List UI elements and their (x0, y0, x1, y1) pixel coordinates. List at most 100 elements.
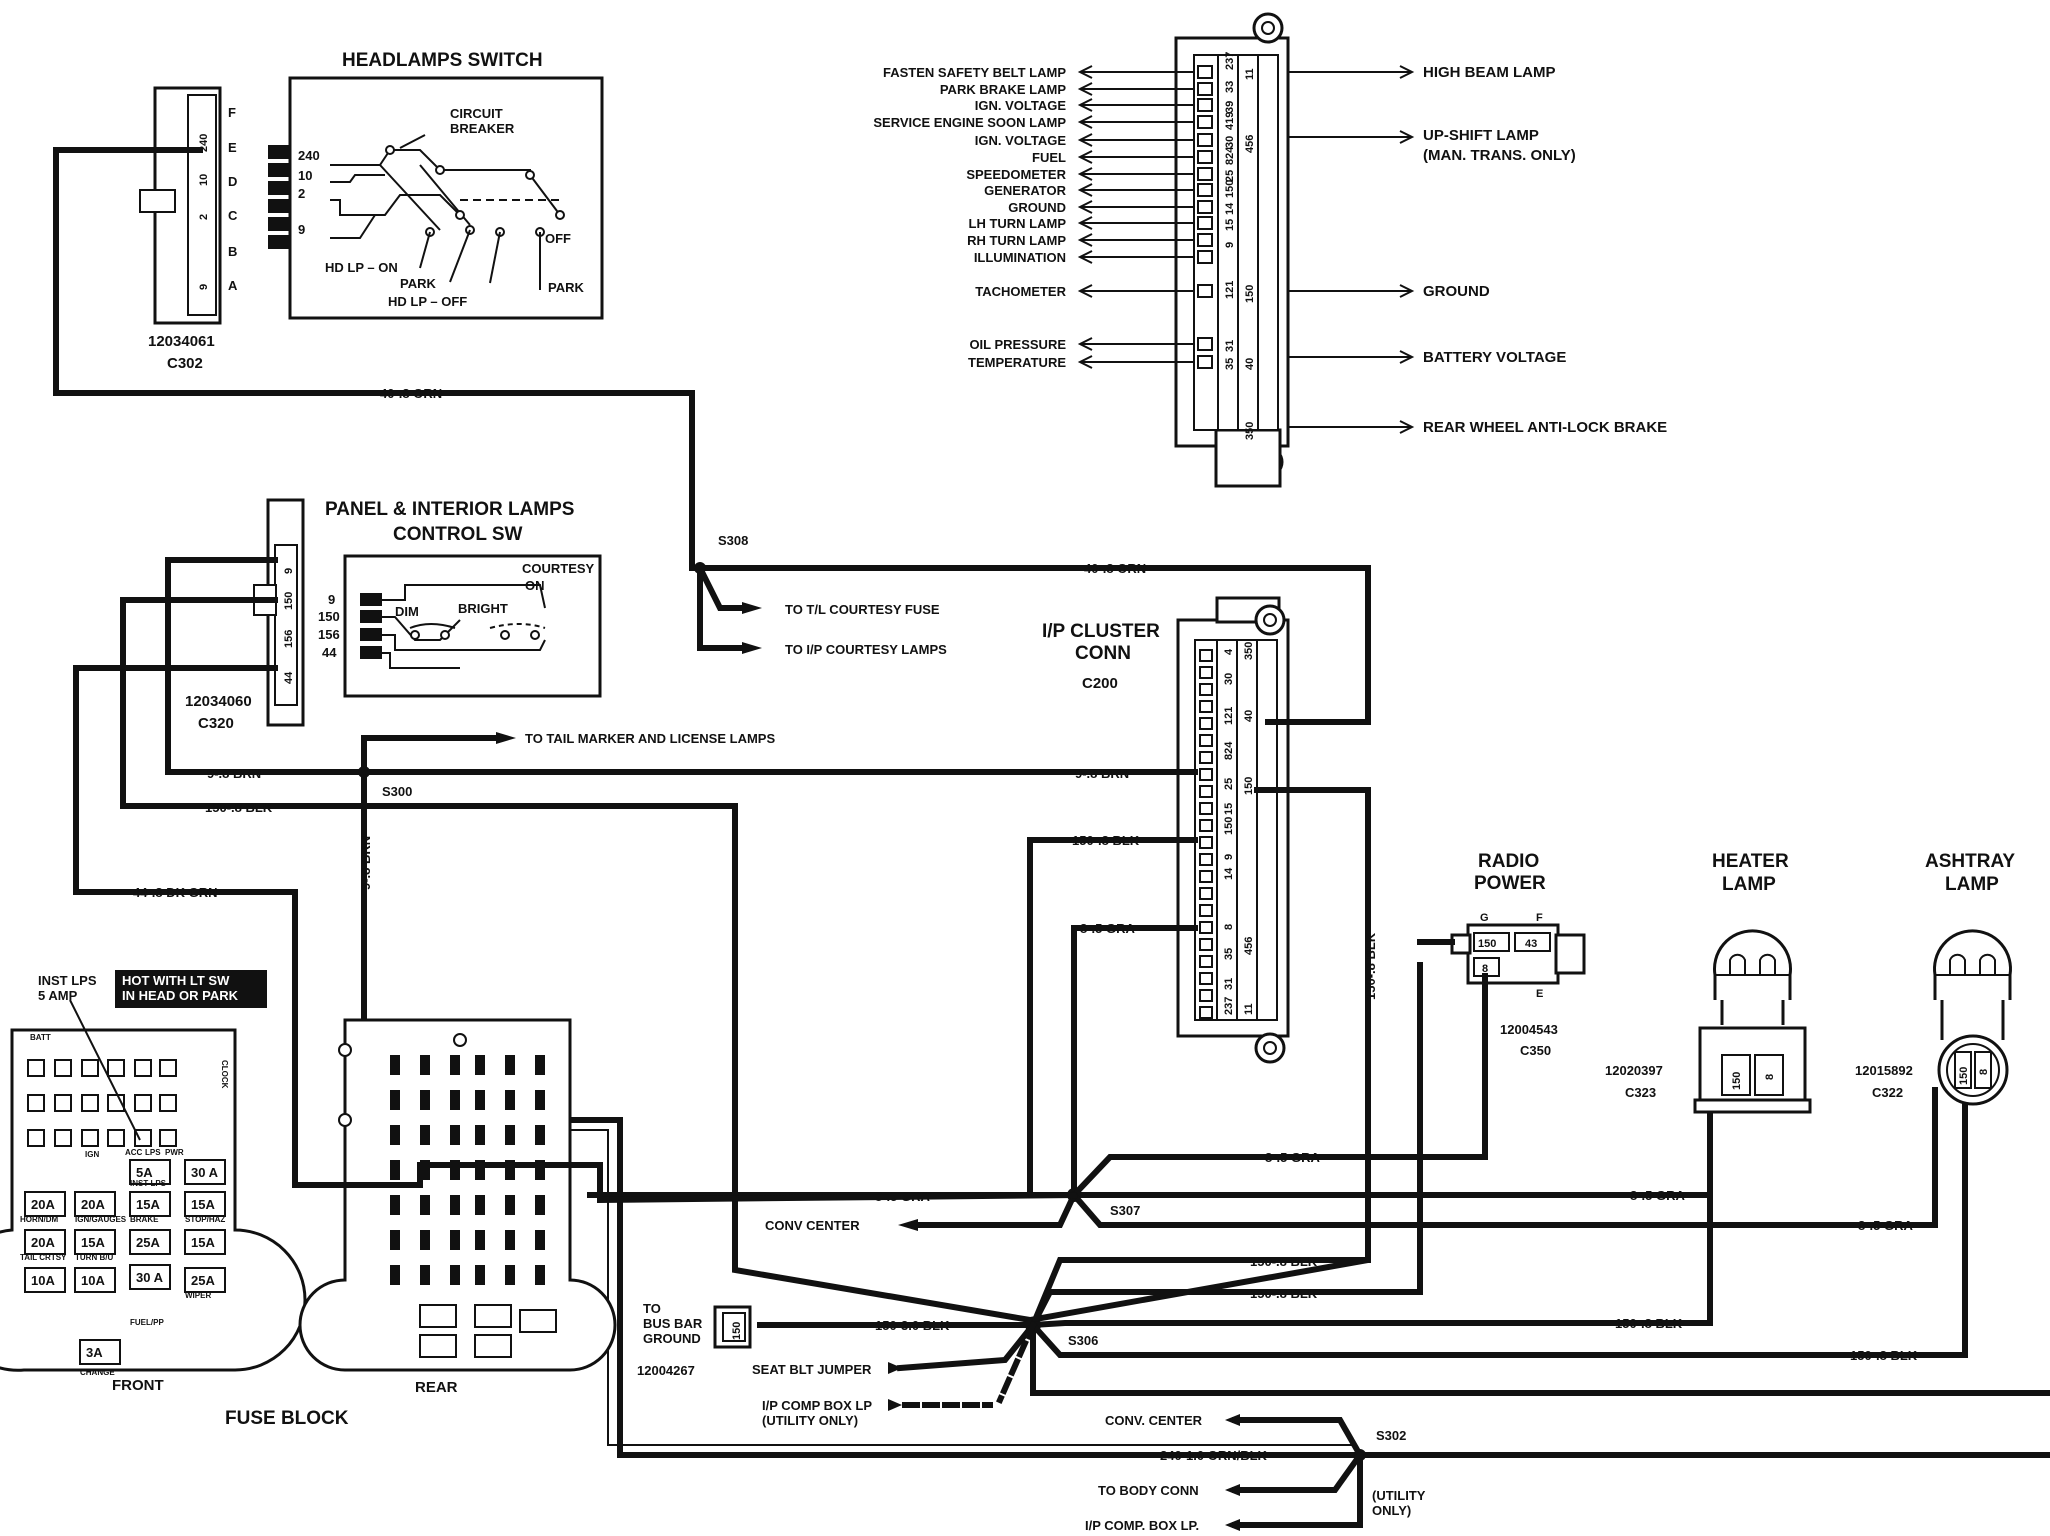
cluster-top-left-label: IGN. VOLTAGE (975, 98, 1067, 113)
cluster-conn-cavity (1199, 819, 1213, 832)
rear-terminal (390, 1195, 400, 1215)
cluster-top-left-label: PARK BRAKE LAMP (940, 82, 1066, 97)
rear-terminal (420, 1090, 430, 1110)
svg-text:G: G (1480, 912, 1489, 924)
cluster-conn-cavity (1199, 700, 1213, 713)
cluster-conn-pin-label: 14 (1223, 867, 1235, 880)
cluster-conn-cavity (1199, 649, 1213, 662)
cluster-top-cavity (1197, 167, 1213, 181)
cluster-conn-cavity (1199, 989, 1213, 1002)
rear-terminal (535, 1055, 545, 1075)
fuse-tag: CHANGE (80, 1368, 115, 1377)
cluster-conn-pin-label: 15 (1223, 803, 1235, 815)
headlamps-switch-group: HEADLAMPS SWITCH F E D C B A 240 10 2 9 … (139, 50, 604, 372)
svg-text:156: 156 (318, 627, 340, 642)
cluster-top-left-arrow (1077, 250, 1194, 264)
fuse-tag: IGN/GAUGES (75, 1215, 127, 1224)
headlamps-switch-box (288, 76, 604, 320)
svg-text:150-.8 BLK: 150-.8 BLK (1363, 932, 1378, 1000)
rear-wheel-abs-label: REAR WHEEL ANTI-LOCK BRAKE (1423, 419, 1667, 436)
splice-s302: S302 (1376, 1428, 1406, 1443)
man-trans-only-label: (MAN. TRANS. ONLY) (1423, 147, 1576, 164)
cluster-conn-cavity (1199, 683, 1213, 696)
fuse-tag: STOP/HAZ (185, 1215, 225, 1224)
fuse-tag: WIPER (185, 1291, 211, 1300)
heater-part-number: 12020397 (1605, 1063, 1663, 1078)
cluster-conn-cavity (1199, 666, 1213, 679)
fuse (129, 1159, 171, 1185)
fuse-rating: 30 A (191, 1165, 219, 1180)
rear-terminal (450, 1090, 460, 1110)
svg-text:150-.8 BLK: 150-.8 BLK (1250, 1286, 1318, 1301)
fuse-tag: CLOCK (220, 1060, 229, 1089)
fuse-tag: INST LPS (130, 1179, 167, 1188)
cluster-top-cavity (1197, 216, 1213, 230)
radio-power-title-1: RADIO (1478, 851, 1539, 872)
svg-text:44: 44 (322, 645, 337, 660)
cluster-top-left-arrow (1077, 233, 1194, 247)
cluster-top-left-arrow (1077, 65, 1194, 79)
svg-text:150: 150 (1731, 1072, 1743, 1090)
rear-terminal (475, 1125, 485, 1145)
svg-text:8-.5 GRA: 8-.5 GRA (1858, 1218, 1914, 1233)
rear-terminal (505, 1265, 515, 1285)
cluster-conn-title-2: CONN (1075, 643, 1131, 664)
svg-text:9-.8 BRN: 9-.8 BRN (358, 836, 373, 890)
cluster-top-cavity (1197, 250, 1213, 264)
ashtray-lamp-title-1: ASHTRAY (1925, 851, 2015, 872)
wire-40-orn (53, 147, 695, 571)
svg-text:150-.8 BLK: 150-.8 BLK (1850, 1348, 1918, 1363)
to-tl-courtesy-fuse: TO T/L COURTESY FUSE (785, 602, 940, 617)
cluster-top-cavity (1197, 200, 1213, 214)
rear-terminal (475, 1090, 485, 1110)
cluster-conn-cavity (1199, 870, 1213, 883)
cluster-conn-cavity (1199, 853, 1213, 866)
cluster-conn-cavity (1199, 717, 1213, 730)
radio-power-title-2: POWER (1474, 873, 1546, 894)
cluster-conn-cavity (1199, 1006, 1213, 1019)
fuse-terminal (54, 1094, 72, 1112)
cluster-top-pin-label: 9 (1224, 242, 1236, 248)
cluster-conn-pin-label-b: 40 (1243, 710, 1255, 722)
heater-lamp-title-2: LAMP (1722, 874, 1776, 895)
cluster-conn-cavity (1199, 785, 1213, 798)
fuse-terminal (27, 1094, 45, 1112)
fuse (129, 1191, 171, 1217)
cluster-top-left-label: GENERATOR (984, 183, 1066, 198)
cluster-top-cavity (1197, 150, 1213, 164)
rear-relay (519, 1309, 557, 1333)
fuse-rating: 20A (31, 1235, 55, 1250)
ashtray-part-number: 12015892 (1855, 1063, 1913, 1078)
to-ip-courtesy-lamps: TO I/P COURTESY LAMPS (785, 642, 947, 657)
headlamps-connector-id: C302 (167, 355, 203, 372)
fuse-rating: 3A (86, 1345, 103, 1360)
fuse-tag: ACC (125, 1148, 143, 1157)
cluster-top-left-label: SPEEDOMETER (966, 167, 1066, 182)
cluster-conn-pin-label: 30 (1223, 673, 1235, 685)
cluster-conn-pin-label-b: 456 (1243, 937, 1255, 955)
cavity-a: A (228, 278, 238, 293)
fuse-rating: 30 A (136, 1270, 164, 1285)
svg-text:8: 8 (1978, 1069, 1990, 1075)
cluster-top-pin-label: 39 (1224, 101, 1236, 113)
panel-switch-group: PANEL & INTERIOR LAMPS CONTROL SW 9 150 … (185, 498, 602, 732)
seat-blt-jumper: SEAT BLT JUMPER (752, 1362, 872, 1377)
cluster-conn-pin-label: 35 (1223, 948, 1235, 960)
cluster-top-cavity (1197, 337, 1213, 351)
ashtray-lamp-title-2: LAMP (1945, 874, 1999, 895)
svg-text:44: 44 (283, 671, 295, 684)
fuse (79, 1339, 121, 1365)
rear-terminal (475, 1160, 485, 1180)
conv-center-a: CONV CENTER (765, 1218, 860, 1233)
off-label: OFF (545, 231, 571, 246)
cluster-top-pin-label-b: 150 (1244, 285, 1256, 303)
cluster-top-pin-label: 14 (1224, 202, 1236, 215)
rear-terminal (475, 1230, 485, 1250)
rear-terminal (475, 1265, 485, 1285)
svg-text:8-.5 GRA: 8-.5 GRA (1265, 1150, 1321, 1165)
fuse-block-title: FUSE BLOCK (225, 1408, 349, 1429)
svg-text:E: E (1536, 988, 1543, 1000)
rear-terminal (390, 1265, 400, 1285)
